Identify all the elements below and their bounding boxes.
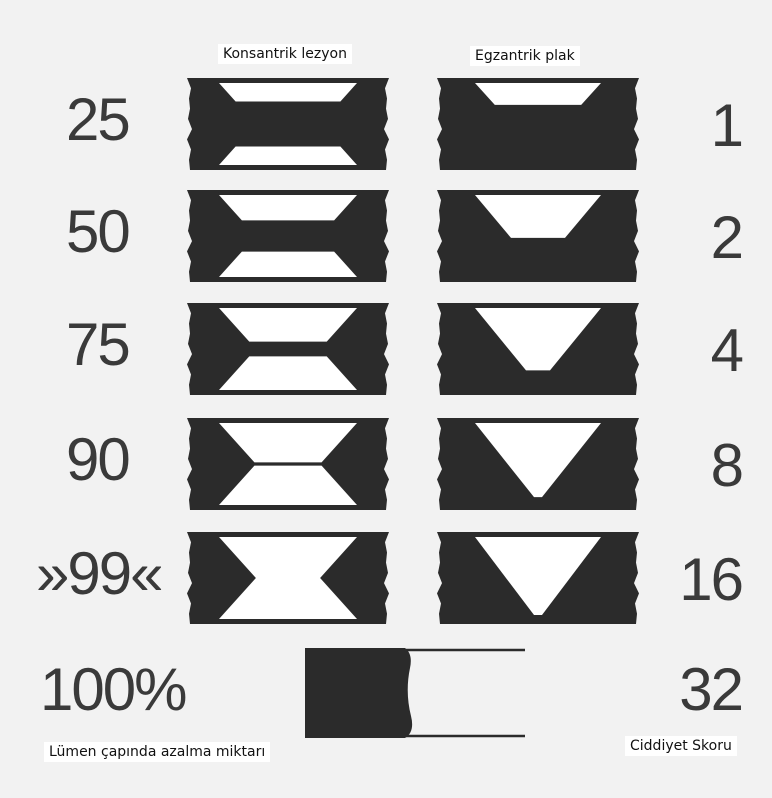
lumen-bottom [219, 147, 357, 165]
lumen [475, 83, 601, 105]
concentric-lesion-vessel [187, 532, 389, 624]
lumen-top [219, 195, 357, 220]
severity-score: 1 [612, 96, 742, 156]
lumen-top [219, 83, 357, 101]
eccentric-plaque-vessel [437, 190, 639, 282]
reduction-label: 25 [66, 90, 129, 150]
severity-score: 16 [612, 550, 742, 610]
severity-score: 2 [612, 208, 742, 268]
eccentric-plaque-vessel [437, 78, 639, 170]
occlusion-plug [305, 648, 412, 738]
lumen-bottom [219, 252, 357, 277]
header-eccentric-plaque: Egzantrik plak [470, 46, 580, 66]
footer-lumen-reduction: Lümen çapında azalma miktarı [44, 742, 270, 762]
concentric-lesion-vessel [187, 303, 389, 395]
reduction-label-occlusion: 100% [40, 660, 185, 720]
concentric-lesion-vessel [187, 190, 389, 282]
severity-score-occlusion: 32 [612, 660, 742, 720]
concentric-lesion-vessel [187, 418, 389, 510]
header-concentric-lesion: Konsantrik lezyon [218, 44, 352, 64]
eccentric-plaque-vessel [437, 303, 639, 395]
eccentric-plaque-vessel [437, 532, 639, 624]
severity-score: 4 [612, 321, 742, 381]
reduction-label: 90 [66, 430, 129, 490]
eccentric-plaque-vessel [437, 418, 639, 510]
reduction-label: 75 [66, 315, 129, 375]
severity-score: 8 [612, 436, 742, 496]
reduction-label: »99« [36, 544, 161, 604]
reduction-label: 50 [66, 202, 129, 262]
footer-severity-score: Ciddiyet Skoru [625, 736, 737, 756]
occlusion-vessel [305, 648, 527, 738]
concentric-lesion-vessel [187, 78, 389, 170]
